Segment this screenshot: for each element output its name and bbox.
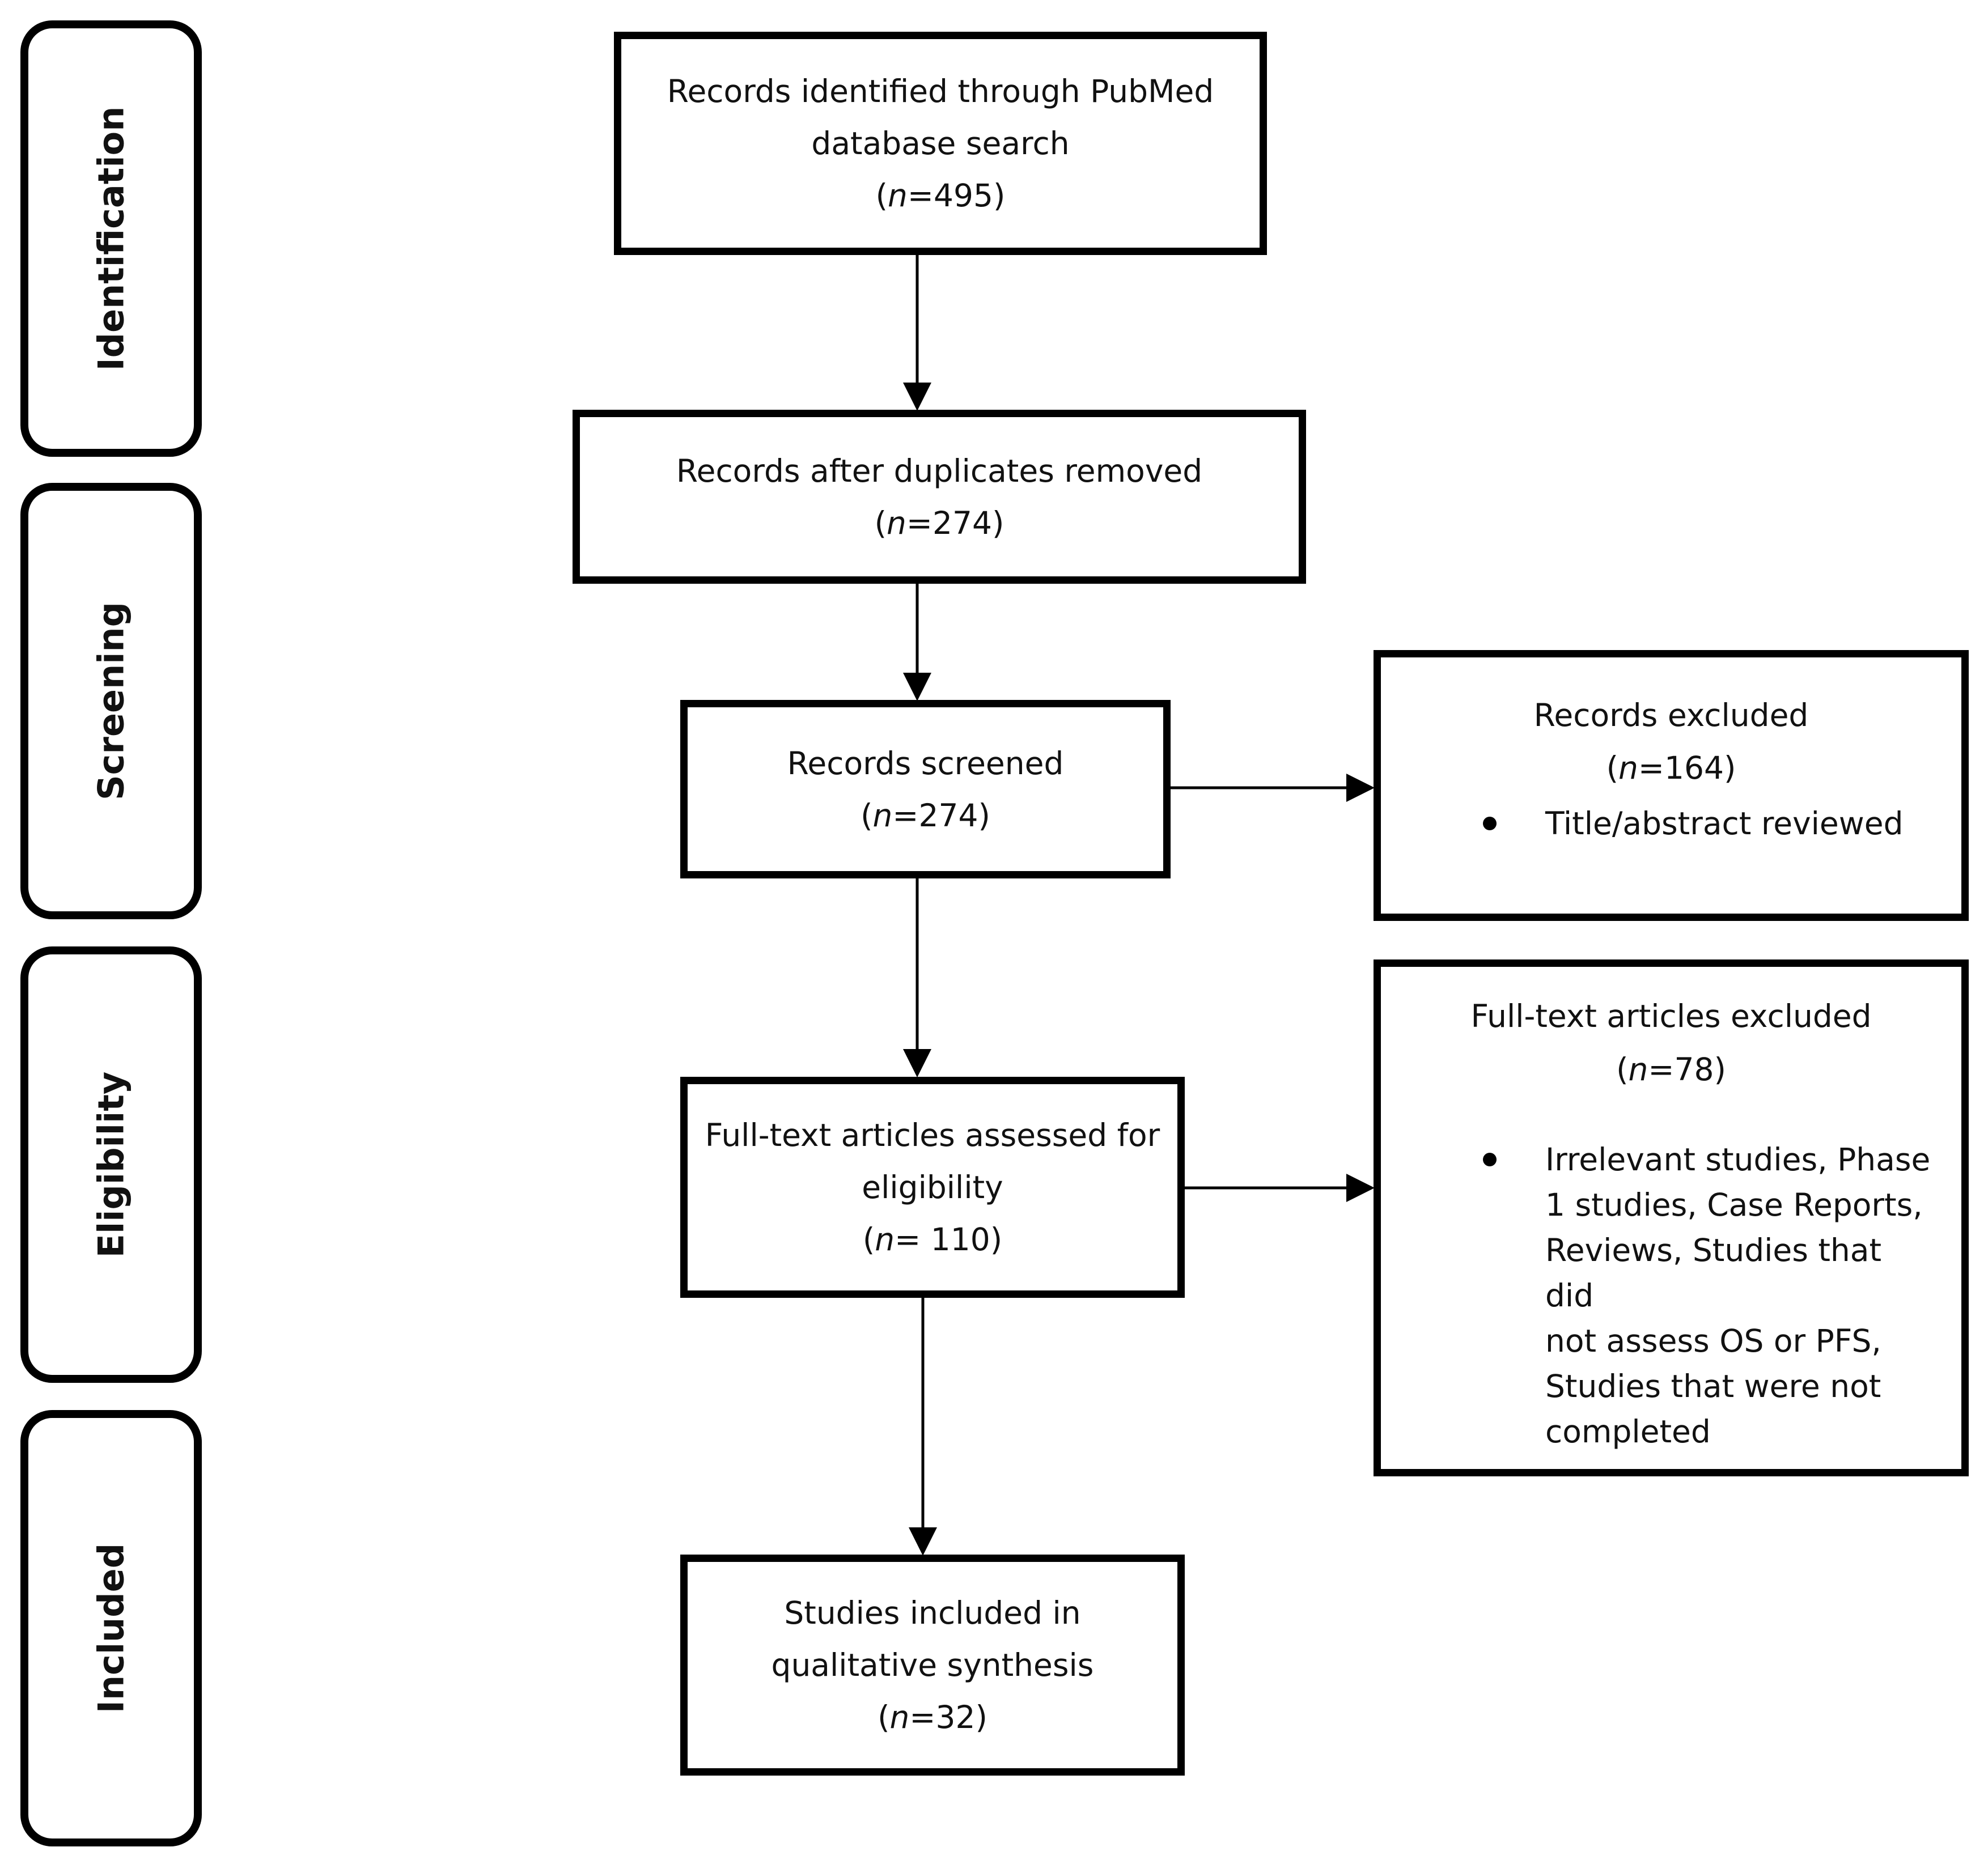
records-excluded-title: Records excluded (1533, 697, 1809, 733)
deduplicated-count: (n=274) (874, 504, 1004, 541)
included-line2: qualitative synthesis (771, 1647, 1094, 1683)
reason-line: completed (1545, 1413, 1711, 1450)
assessed-line1: Full-text articles assessed for (705, 1117, 1160, 1153)
identified-count: (n=495) (875, 177, 1006, 214)
included-count: (n=32) (878, 1699, 987, 1735)
identified-line1: Records identified through PubMed (667, 73, 1214, 109)
assessed-line2: eligibility (862, 1169, 1003, 1205)
box-records-after-duplicates: Records after duplicates removed (n=274) (573, 410, 1306, 584)
box-records-identified: Records identified through PubMed databa… (614, 32, 1267, 255)
reason-line: 1 studies, Case Reports, (1545, 1187, 1923, 1223)
screened-line1: Records screened (787, 745, 1064, 782)
reason-line: not assess OS or PFS, (1545, 1323, 1881, 1359)
fulltext-excluded-title: Full-text articles excluded (1470, 998, 1872, 1034)
box-fulltext-excluded: Full-text articles excluded (n=78) Irrel… (1374, 959, 1969, 1476)
identified-line2: database search (811, 125, 1070, 162)
reason-line: Irrelevant studies, Phase (1545, 1141, 1931, 1178)
records-excluded-reason: Title/abstract reviewed (1483, 801, 1927, 846)
box-studies-included: Studies included in qualitative synthesi… (680, 1555, 1185, 1776)
phase-eligibility: Eligibility (20, 946, 202, 1383)
bullet-icon (1483, 817, 1497, 830)
phase-screening: Screening (20, 483, 202, 919)
assessed-count: (n= 110) (862, 1221, 1003, 1258)
included-line1: Studies included in (784, 1595, 1081, 1631)
deduplicated-line1: Records after duplicates removed (676, 452, 1203, 489)
box-records-screened: Records screened (n=274) (680, 700, 1171, 878)
fulltext-excluded-count: (n=78) (1616, 1051, 1726, 1088)
reason-line: Studies that were not (1545, 1368, 1881, 1404)
records-excluded-count: (n=164) (1606, 750, 1736, 786)
screened-count: (n=274) (861, 797, 990, 834)
bullet-icon (1483, 1153, 1497, 1166)
reason-line: Reviews, Studies that did (1545, 1232, 1882, 1314)
phase-identification: Identification (20, 20, 202, 457)
box-records-excluded: Records excluded (n=164) Title/abstract … (1374, 650, 1969, 921)
fulltext-excluded-reasons: Irrelevant studies, Phase 1 studies, Cas… (1483, 1137, 1939, 1454)
phase-included: Included (20, 1410, 202, 1846)
box-fulltext-assessed: Full-text articles assessed for eligibil… (680, 1077, 1185, 1298)
